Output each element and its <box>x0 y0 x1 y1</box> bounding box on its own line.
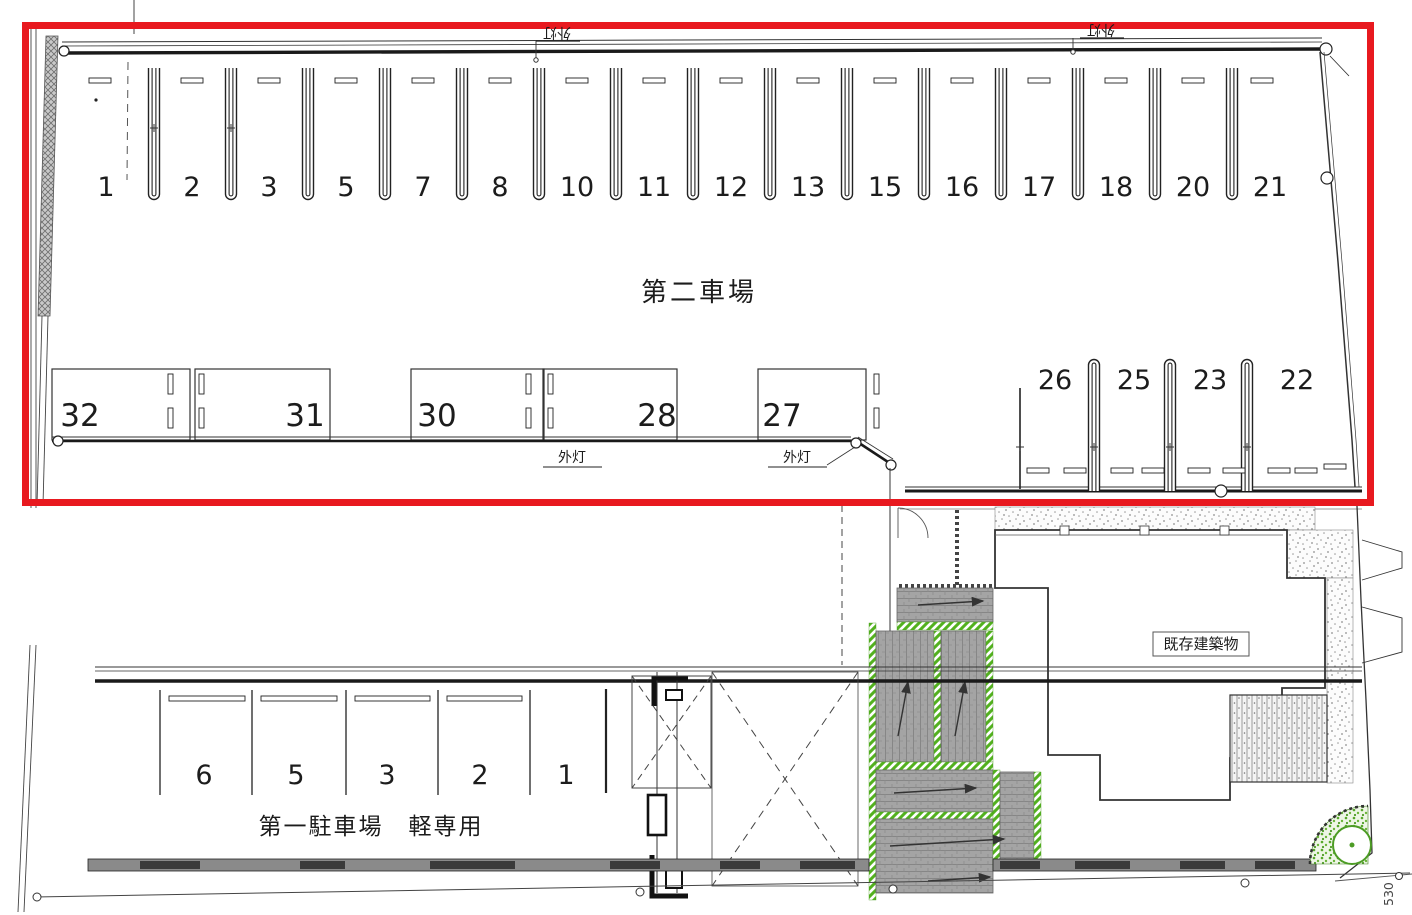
stall-number: 17 <box>1022 172 1056 203</box>
stall-number: 5 <box>337 172 354 203</box>
stall-number: 30 <box>417 398 456 434</box>
stall-number: 11 <box>637 172 671 203</box>
lot1-left-boundary <box>17 644 37 913</box>
building-label: 既存建築物 <box>1163 635 1238 653</box>
lot2-top-light-callouts: 外灯 外灯 <box>533 21 1124 63</box>
crossed-area-small <box>631 675 712 789</box>
stall-number: 21 <box>1253 172 1287 203</box>
light-label: 外灯 <box>543 24 571 40</box>
lot2-bottom-light-callouts: 外灯 外灯 <box>543 446 856 468</box>
stall-number: 1 <box>97 172 114 203</box>
stall-number: 12 <box>714 172 748 203</box>
lot1-wheelstops <box>168 695 523 702</box>
lot2-top-fence <box>58 37 1350 77</box>
walkway-direction-arrows <box>889 596 1006 883</box>
lot1-fence <box>95 666 1362 683</box>
stall-number: 6 <box>195 760 212 791</box>
lot2-top-row-numbers: 1 2 3 5 7 8 10 11 12 13 15 16 17 18 20 2… <box>97 172 1287 203</box>
stall-number: 2 <box>183 172 200 203</box>
lot2-right-dashes <box>1026 463 1347 474</box>
highlight-region <box>22 22 1374 506</box>
lot1-stall-numbers: 6 5 3 2 1 <box>195 760 574 791</box>
lot2-title: 第二車場 <box>641 278 757 308</box>
bottom-fence <box>87 858 1317 872</box>
lot2-box-numbers: 32 31 30 28 27 <box>60 398 801 434</box>
stall-number: 32 <box>60 398 99 434</box>
lot1-stall-dividers <box>159 689 608 795</box>
stall-number: 25 <box>1117 365 1151 396</box>
stall-number: 23 <box>1193 365 1227 396</box>
stall-number: 22 <box>1280 365 1314 396</box>
stall-number: 26 <box>1038 365 1072 396</box>
stall-number: 13 <box>791 172 825 203</box>
stall-number: 7 <box>414 172 431 203</box>
light-label: 外灯 <box>558 450 586 466</box>
stall-number: 18 <box>1099 172 1133 203</box>
dimension-label: 530 <box>1381 882 1396 906</box>
lot2-top-row-dividers <box>147 67 1239 201</box>
lot2-box-fence <box>52 435 897 471</box>
stall-number: 15 <box>868 172 902 203</box>
bottom-site-boundary <box>32 872 1411 902</box>
corner-dimension: 530 <box>1334 872 1412 906</box>
lot2-right-section <box>905 358 1362 498</box>
stall-number: 20 <box>1176 172 1210 203</box>
stall-number: 5 <box>287 760 304 791</box>
stall-number: 10 <box>560 172 594 203</box>
stall-number: 31 <box>285 398 324 434</box>
stall-number: 27 <box>762 398 801 434</box>
lot2-box-wheelstops <box>167 373 880 429</box>
stall-number: 28 <box>637 398 676 434</box>
light-label: 外灯 <box>783 450 811 466</box>
lot2-top-row-dashes <box>88 77 1274 84</box>
lot2-left-wall <box>30 0 135 508</box>
stall-number: 1 <box>557 760 574 791</box>
stall-number: 16 <box>945 172 979 203</box>
stall-number: 3 <box>260 172 277 203</box>
lot1-title: 第一駐車場 軽専用 <box>259 814 484 840</box>
lot2-right-boundary <box>1319 51 1360 488</box>
stall-number: 8 <box>491 172 508 203</box>
stall-number: 2 <box>471 760 488 791</box>
stall-number: 3 <box>378 760 395 791</box>
crossed-area-large <box>711 671 859 887</box>
lot2-box-stalls <box>51 368 867 441</box>
lot2-right-numbers: 26 25 23 22 <box>1038 365 1314 396</box>
light-label: 外灯 <box>1087 21 1115 37</box>
corner-planting <box>1308 804 1372 865</box>
existing-building: 既存建築物 <box>994 506 1354 801</box>
